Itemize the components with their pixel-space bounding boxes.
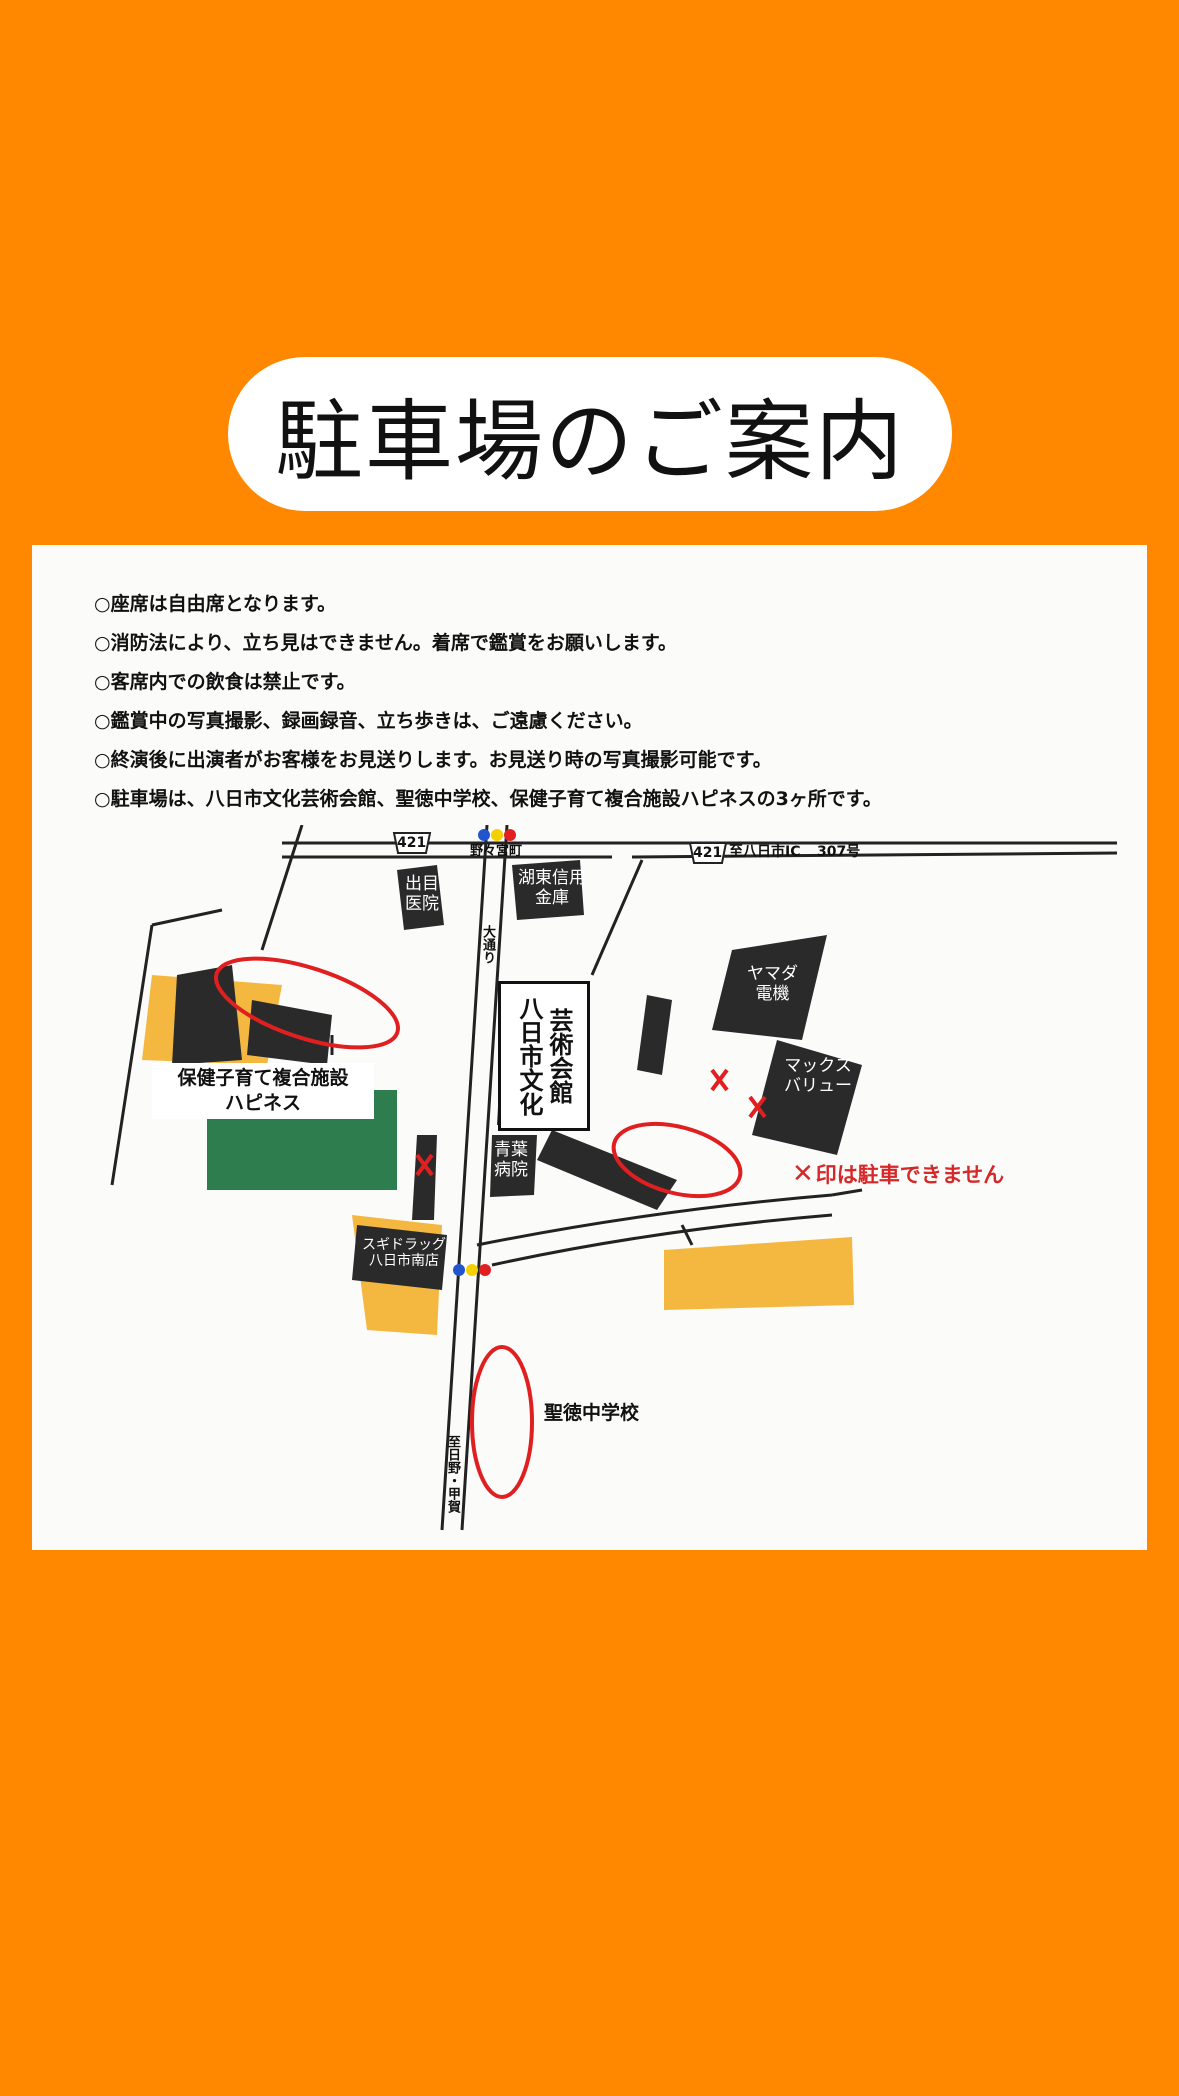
note-item: ○客席内での飲食は禁止です。	[94, 671, 356, 693]
map-drawing	[110, 825, 1118, 1531]
route-421-label: 421	[397, 835, 427, 851]
sugi-drug-label: スギドラッグ八日市南店	[362, 1237, 446, 1270]
nonomiya-label: 野々宮町	[470, 844, 523, 859]
to-ic-label: 至八日市IC	[729, 844, 801, 860]
hall-name-line: 芸術会館	[545, 1008, 573, 1104]
aoba-hospital-label: 青葉病院	[494, 1140, 528, 1180]
note-item: ○駐車場は、八日市文化芸術会館、聖徳中学校、保健子育て複合施設ハピネスの3ヶ所で…	[94, 788, 882, 810]
no-parking-legend: ✕印は駐車できません	[792, 1159, 1005, 1189]
route-shields	[392, 832, 728, 864]
yamada-label: ヤマダ電機	[747, 964, 798, 1004]
title-banner: 駐車場のご案内	[228, 357, 952, 511]
note-item: ○鑑賞中の写真撮影、録画録音、立ち歩きは、ご遠慮ください。	[94, 710, 643, 732]
buildings	[172, 860, 862, 1290]
notes-list: ○座席は自由席となります。 ○消防法により、立ち見はできません。着席で鑑賞をお願…	[94, 585, 882, 819]
hall-name-line: 八日市文化	[515, 996, 543, 1116]
happiness-label: 保健子育て複合施設ハピネス	[152, 1063, 374, 1119]
note-item: ○座席は自由席となります。	[94, 593, 337, 615]
max-value-label: マックスバリュー	[784, 1056, 852, 1096]
to-hino-label: 至日野・甲賀	[444, 1435, 460, 1513]
culture-hall: 八日市文化 芸術会館	[498, 981, 590, 1131]
parking-map: 421 421 野々宮町 至八日市IC 307号 湖東信用金庫 出目医院 大通り…	[32, 825, 1147, 1550]
kotou-bank-label: 湖東信用金庫	[518, 868, 586, 908]
deme-clinic-label: 出目医院	[405, 874, 439, 914]
route-307-label: 307号	[817, 844, 861, 860]
parking-circles	[214, 956, 743, 1499]
route-421-label: 421	[693, 845, 723, 861]
note-item: ○消防法により、立ち見はできません。着席で鑑賞をお願いします。	[94, 632, 677, 654]
odori-label: 大通り	[479, 925, 495, 964]
cross-icon: ✕	[792, 1159, 814, 1189]
info-sheet: ○座席は自由席となります。 ○消防法により、立ち見はできません。着席で鑑賞をお願…	[32, 545, 1147, 1550]
traffic-lights	[453, 829, 516, 1276]
page-title: 駐車場のご案内	[274, 389, 905, 493]
no-parking-marks	[415, 1068, 767, 1177]
note-item: ○終演後に出演者がお客様をお見送りします。お見送り時の写真撮影可能です。	[94, 749, 772, 771]
shotoku-school-label: 聖徳中学校	[544, 1402, 640, 1424]
